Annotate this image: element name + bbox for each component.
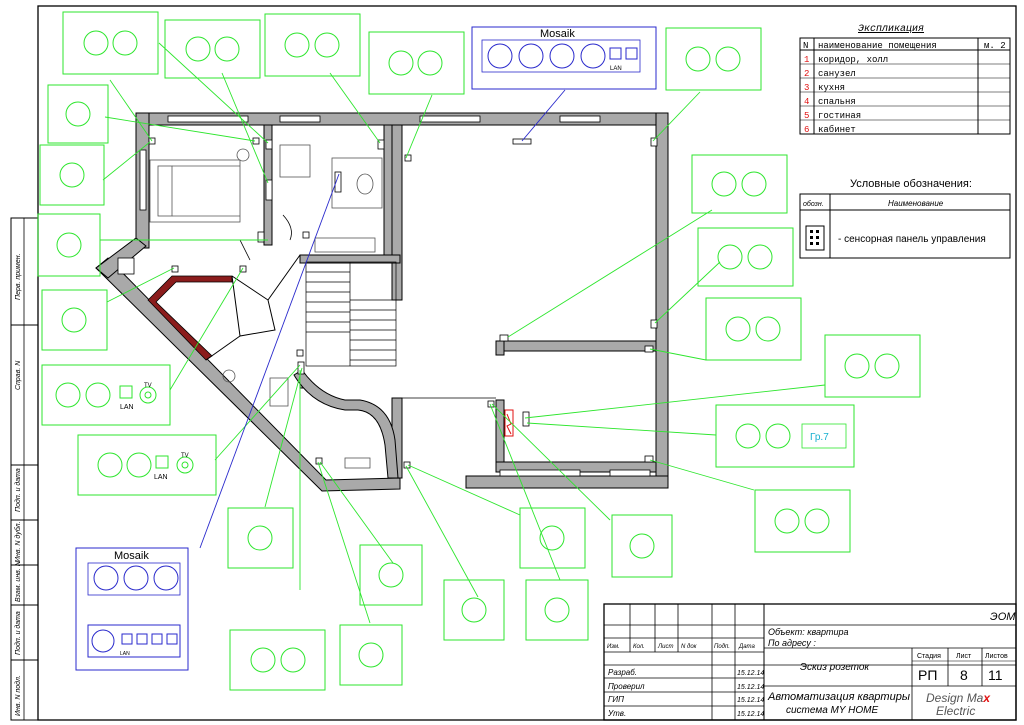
role-approve: Утв. [607,709,626,718]
doc-code: ЭОМ [990,611,1016,623]
door-arcs [239,214,496,399]
role-gip-date: 15.12.14 [737,697,764,704]
socket-icons [55,30,900,673]
stamp-replace-inv: Взам. инв. N [15,560,22,602]
room-number: 2 [804,69,809,79]
header-date: Дата [738,644,755,650]
header-kol: Кол. [633,644,645,650]
stage-value: РП [918,667,937,683]
header-list: Лист [657,644,673,650]
legend-title: Условные обозначения: [850,178,972,190]
stamp-dup-inv: Инв. N дубл. [14,521,22,562]
tv-lan-icons [119,385,194,474]
sheets-value: 11 [988,667,1003,683]
room-number: 1 [804,55,809,65]
svg-text:Design Max: Design Max [926,691,991,705]
header-sign: Подп. [714,644,730,650]
touch-panel-icon [805,225,825,251]
sheets-label: Листов [985,653,1008,660]
room-number: 3 [804,83,809,93]
mosaik-bottom-lan: LAN [120,651,130,657]
legend-col-name: Наименование [888,199,944,208]
room-name: коридор, холл [818,55,888,65]
mosaik-top-title: Mosaik [540,28,575,40]
mosaik-bottom-box: Mosaik LAN [75,547,189,671]
stamp-sign-date-1: Подп. и дата [14,468,22,512]
room-name: кухня [818,83,845,93]
room-name: кабинет [818,125,856,135]
bathroom-fixtures [222,144,383,469]
tv-label-1: TV [144,383,152,389]
building-walls [95,112,669,492]
windows [139,115,651,477]
socket-callouts [37,11,921,691]
room-name: санузел [818,69,856,79]
role-approve-date: 15.12.14 [737,711,764,718]
explication-table: Экспликация N наименование помещения м. … [799,24,1011,135]
explication-col-name: наименование помещения [818,41,937,51]
object-line: Объект: квартира [768,627,848,637]
legend-item-text: - сенсорная панель управления [838,234,986,245]
side-stamp: Перв. примен. Справ. N Подп. и дата Инв.… [10,217,39,721]
lan-label-2: LAN [154,474,168,481]
explication-title: Экспликация [858,24,924,35]
corridor-lines [205,254,301,361]
role-checked-date: 15.12.14 [737,684,764,691]
stamp-ref: Справ. N [15,360,22,390]
explication-col-area: м. 2 [984,41,1006,51]
mosaik-bottom-title: Mosaik [114,550,149,562]
sheet-name: Эскиз розеток [800,662,870,673]
address-line: По адресу : [768,638,816,648]
sheet-value: 8 [960,667,968,683]
company-line-2: Electric [936,704,975,718]
bed-furniture [149,148,250,223]
title-block [603,603,1017,721]
room-number: 5 [804,111,809,121]
company-logo: Design Max Electric [926,691,991,718]
electric-panel [504,409,514,437]
role-razrab-date: 15.12.14 [737,670,764,677]
sheet-label: Лист [956,653,972,660]
stamp-sign-date-2: Подп. и дата [14,611,22,655]
header-ndoc: N док [681,644,698,650]
tv-label-2: TV [181,453,189,459]
mosaik-top-lan: LAN [610,66,622,72]
stage-label: Стадия [917,653,941,660]
project-line-2: система MY HOME [786,705,878,716]
leader-lines [100,42,826,624]
role-checked: Проверил [608,682,645,691]
stamp-orig-inv: Инв. N подл. [14,675,22,716]
room-name: спальня [818,97,856,107]
header-izm: Изм. [607,644,620,650]
company-name: Design Ma [926,691,984,705]
company-x: x [982,691,991,705]
project-line-1: Автоматизация квартиры [767,691,910,703]
lan-label-1: LAN [120,404,134,411]
mosaik-top-box: Mosaik LAN [471,26,657,90]
role-gip: ГИП [608,695,624,704]
gr7-label: Гр.7 [810,432,829,443]
legend-col-symbol: обозн. [803,200,824,208]
blue-leader-lines [199,89,566,549]
room-number: 6 [804,125,809,135]
staircase [305,261,397,367]
socket-markers [117,137,658,469]
stamp-first-use: Перв. примен. [15,253,22,300]
legend-table: Условные обозначения: обозн. Наименовани… [799,178,1011,259]
role-razrab: Разраб. [608,668,637,677]
title-block-text: ЭОМ Объект: квартира По адресу : Изм. Ко… [607,611,1016,718]
room-number: 4 [804,97,809,107]
explication-col-n: N [803,41,808,51]
room-name: гостиная [818,111,861,121]
